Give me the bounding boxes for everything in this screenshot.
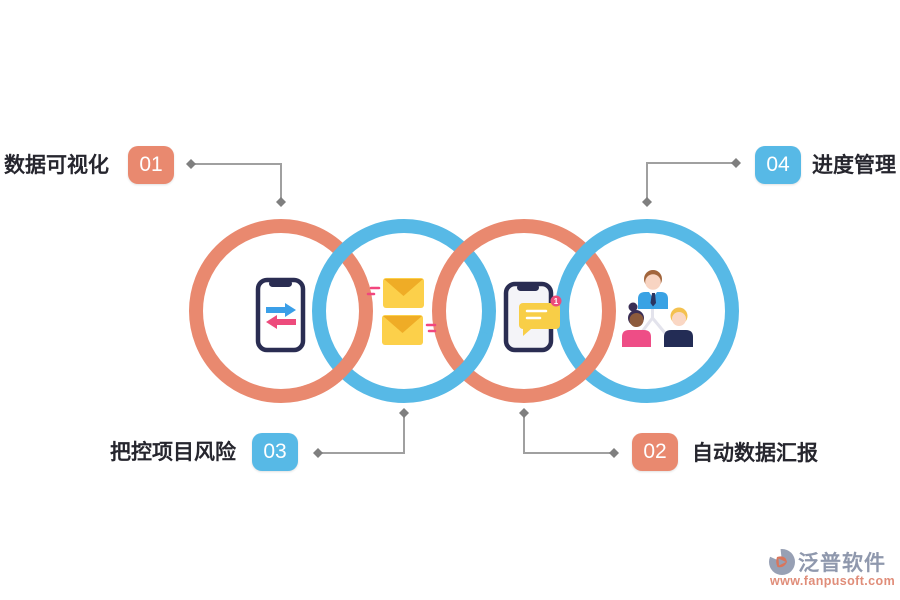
notification-badge — [550, 295, 562, 307]
connector-01 — [191, 163, 282, 202]
callout-04-badge: 04 — [755, 146, 801, 184]
connector-04 — [646, 162, 736, 202]
notification-count: 1 — [554, 297, 559, 306]
callout-03-label: 把控项目风险 — [110, 441, 236, 464]
brand-name: 泛普软件 — [798, 552, 886, 575]
ring-2 — [312, 219, 496, 403]
connector-02 — [523, 413, 614, 454]
connector-lines — [191, 162, 736, 454]
callout-02-badge: 02 — [632, 433, 678, 471]
callout-01-label: 数据可视化 — [4, 154, 109, 177]
speed-lines — [366, 286, 437, 333]
person-left — [622, 302, 651, 347]
ring-4 — [555, 219, 739, 403]
callout-02-label: 自动数据汇报 — [692, 442, 818, 465]
envelope-top — [383, 278, 424, 308]
envelope-bottom — [382, 315, 423, 345]
brand-url: www.fanpusoft.com — [770, 574, 896, 588]
brand-watermark: 泛普软件 www.fanpusoft.com — [768, 547, 900, 588]
callout-03-badge: 03 — [252, 433, 298, 471]
person-right — [664, 307, 693, 347]
ring-3-over-patch — [543, 330, 613, 400]
connector-diamonds — [186, 158, 741, 458]
callout-01-badge: 01 — [128, 146, 174, 184]
ring-3 — [432, 219, 616, 403]
phone-sync-icon — [255, 277, 306, 353]
brand-logo-icon — [769, 548, 795, 575]
ring-1 — [189, 219, 373, 403]
message-lines — [525, 309, 548, 320]
person-top — [638, 270, 668, 309]
mail-envelopes-icon — [366, 278, 437, 345]
callout-04-label: 进度管理 — [812, 154, 896, 177]
ring-chain — [189, 219, 739, 403]
ring-2-over-patch — [423, 330, 493, 400]
ring-1-over-patch — [300, 330, 370, 400]
connector-03 — [318, 413, 405, 454]
phone-notification-icon: 1 — [503, 281, 562, 353]
team-icon — [622, 270, 693, 347]
